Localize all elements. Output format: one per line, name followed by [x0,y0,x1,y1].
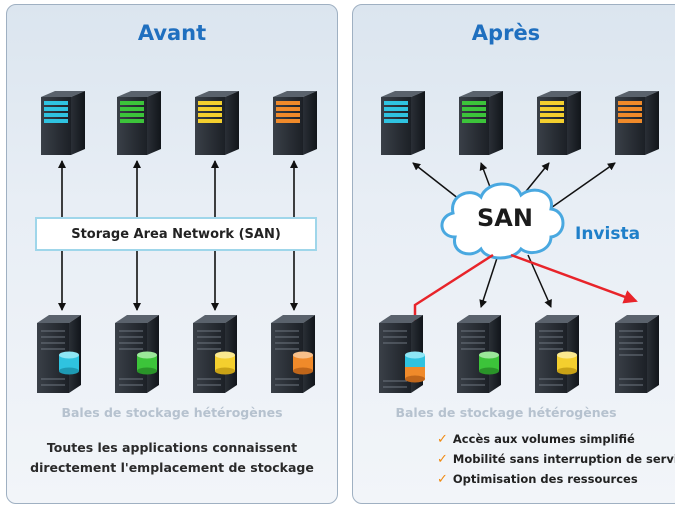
checkmark-icon: ✓ [437,432,448,447]
before-panel: Avant [6,4,338,504]
after-title: Après [471,21,541,45]
benefit-text: Accès aux volumes simplifié [452,432,635,446]
checkmark-icon: ✓ [437,452,448,467]
disk-icon [137,351,157,375]
san-box: Storage Area Network (SAN) [35,217,317,251]
after-panel: Après [352,4,675,504]
disk-icon [405,351,425,383]
storage-array-icon [271,315,315,393]
storage-array-icon [115,315,159,393]
benefits-list: ✓ Accès aux volumes simplifié ✓ Mobilité s… [437,429,675,489]
storage-array-icon [37,315,81,393]
checkmark-icon: ✓ [437,472,448,487]
before-title: Avant [137,21,207,45]
benefit-text: Mobilité sans interruption de service [452,452,675,466]
invista-label: Invista [575,224,641,244]
disk-icon [479,351,499,375]
storage-array-icon [457,315,501,393]
san-cloud-label: SAN [477,204,533,232]
before-note-line1: Toutes les applications connaissent [46,440,298,455]
server-icon [273,91,317,155]
before-note-line2: directement l'emplacement de stockage [30,460,314,475]
storage-array-icon [535,315,579,393]
disk-icon [557,351,577,375]
server-icon [381,91,425,155]
storage-array-icon [379,315,425,393]
after-storage-caption: Bales de stockage hétérogènes [395,405,617,420]
before-diagram [37,91,317,393]
benefit-text: Optimisation des ressources [452,472,638,486]
server-icon [117,91,161,155]
before-storage-caption: Bales de stockage hétérogènes [61,405,283,420]
server-icon [615,91,659,155]
benefit-item: ✓ Optimisation des ressources [437,469,675,489]
server-icon [41,91,85,155]
server-icon [195,91,239,155]
benefit-item: ✓ Mobilité sans interruption de service [437,449,675,469]
before-note: Toutes les applications connaissent dire… [7,438,337,478]
after-diagram [379,91,659,393]
benefit-item: ✓ Accès aux volumes simplifié [437,429,675,449]
server-icon [459,91,503,155]
highlight-arrows [413,253,638,355]
storage-array-icon [193,315,237,393]
disk-icon [59,351,79,375]
server-icon [537,91,581,155]
disk-icon [293,351,313,375]
storage-array-icon [615,315,659,393]
disk-icon [215,351,235,375]
